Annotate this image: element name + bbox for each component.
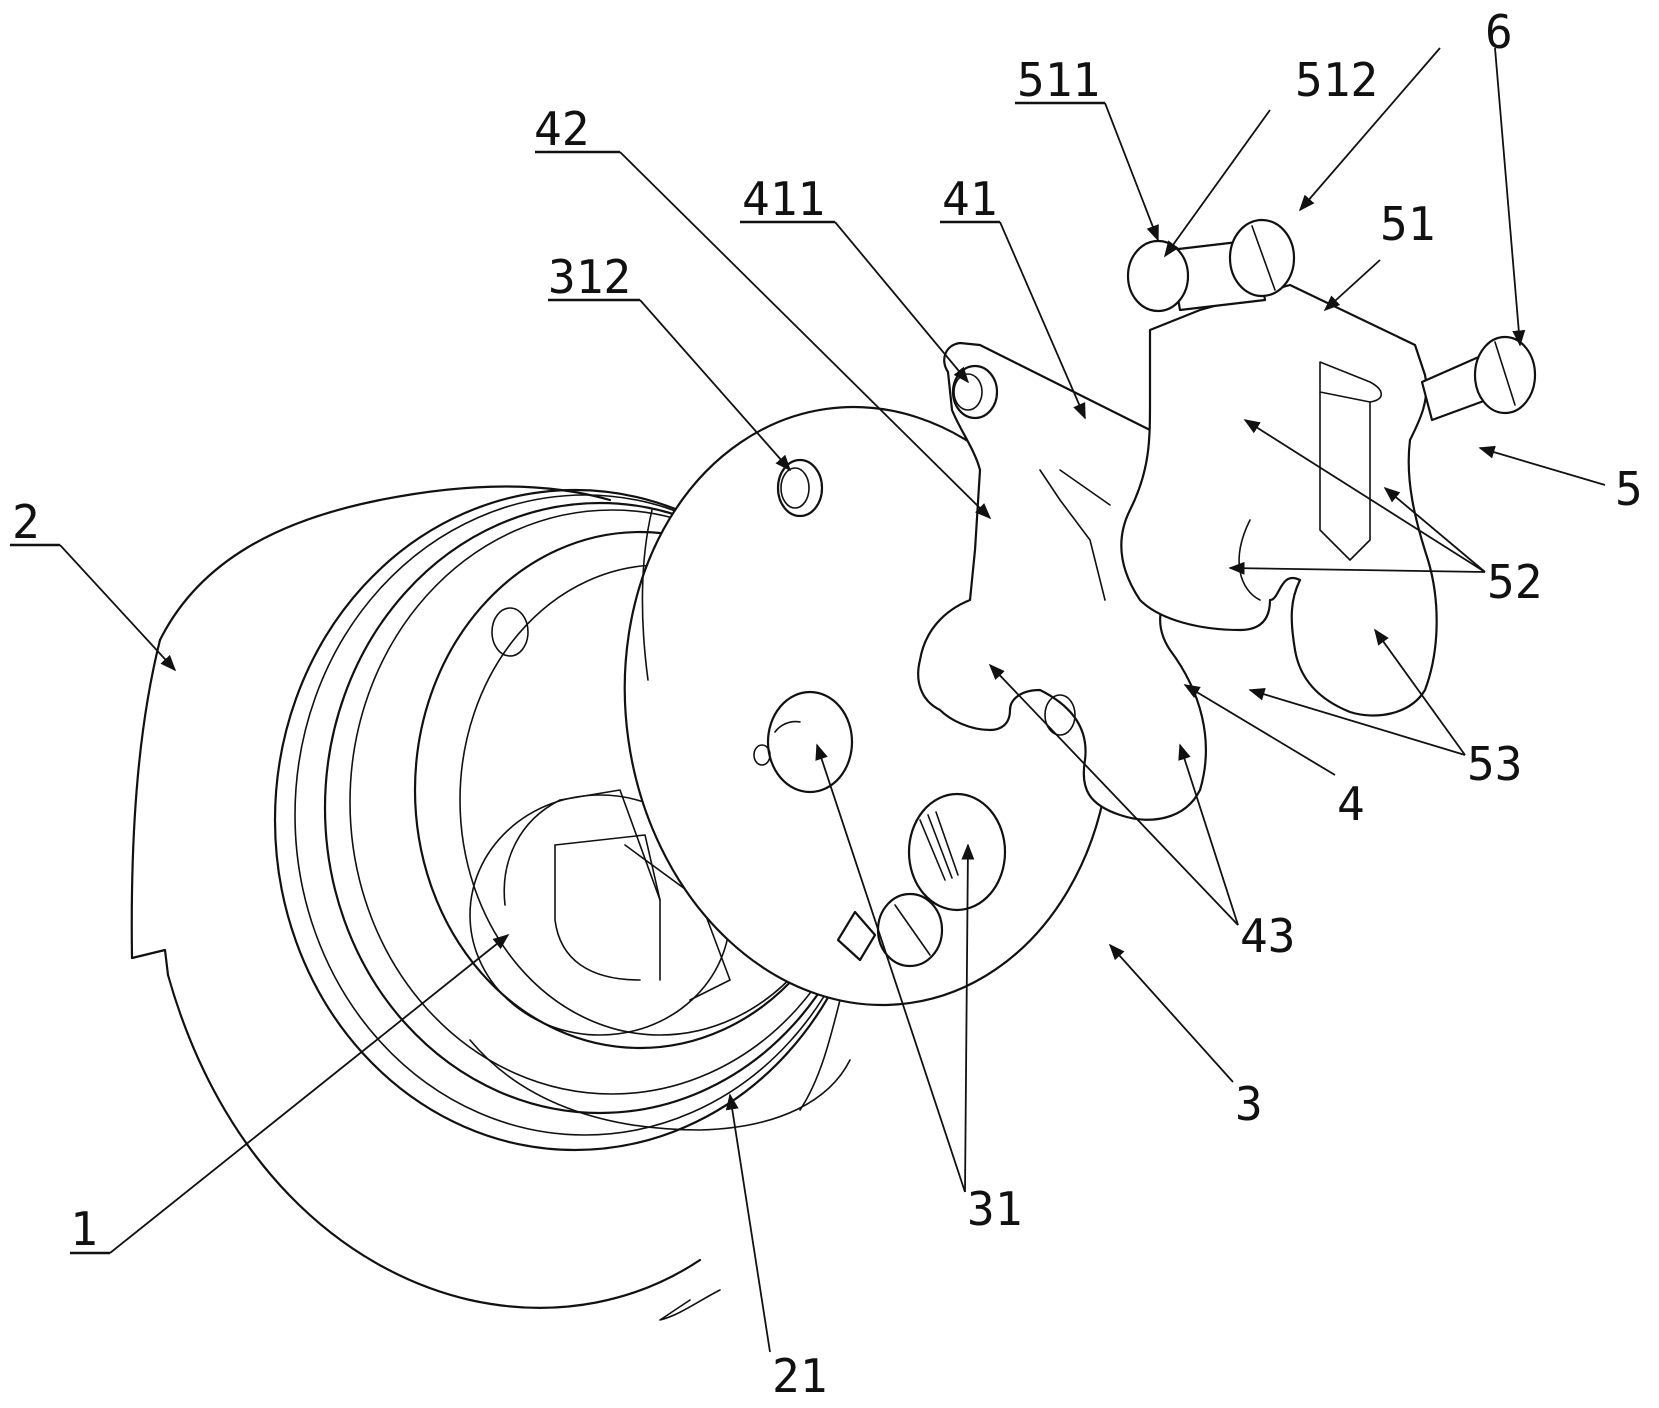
label-1: 1 [70, 1202, 98, 1256]
leader-lines [10, 47, 1606, 1353]
label-5: 5 [1615, 462, 1643, 516]
label-411: 411 [742, 172, 825, 226]
label-42: 42 [534, 102, 589, 156]
label-312: 312 [548, 250, 631, 304]
label-53: 53 [1467, 737, 1522, 791]
label-31: 31 [967, 1182, 1022, 1236]
callout-labels: 2 42 312 411 41 511 512 6 51 5 52 53 4 4… [12, 5, 1643, 1403]
plate-part-5 [1120, 218, 1537, 717]
label-2: 2 [12, 495, 40, 549]
label-512: 512 [1295, 53, 1378, 107]
label-43: 43 [1240, 909, 1295, 963]
label-4: 4 [1337, 777, 1365, 831]
label-6: 6 [1485, 5, 1513, 59]
label-51: 51 [1380, 197, 1435, 251]
label-3: 3 [1235, 1077, 1263, 1131]
label-52: 52 [1487, 555, 1542, 609]
label-511: 511 [1017, 53, 1100, 107]
label-21: 21 [772, 1349, 827, 1403]
label-41: 41 [942, 172, 997, 226]
